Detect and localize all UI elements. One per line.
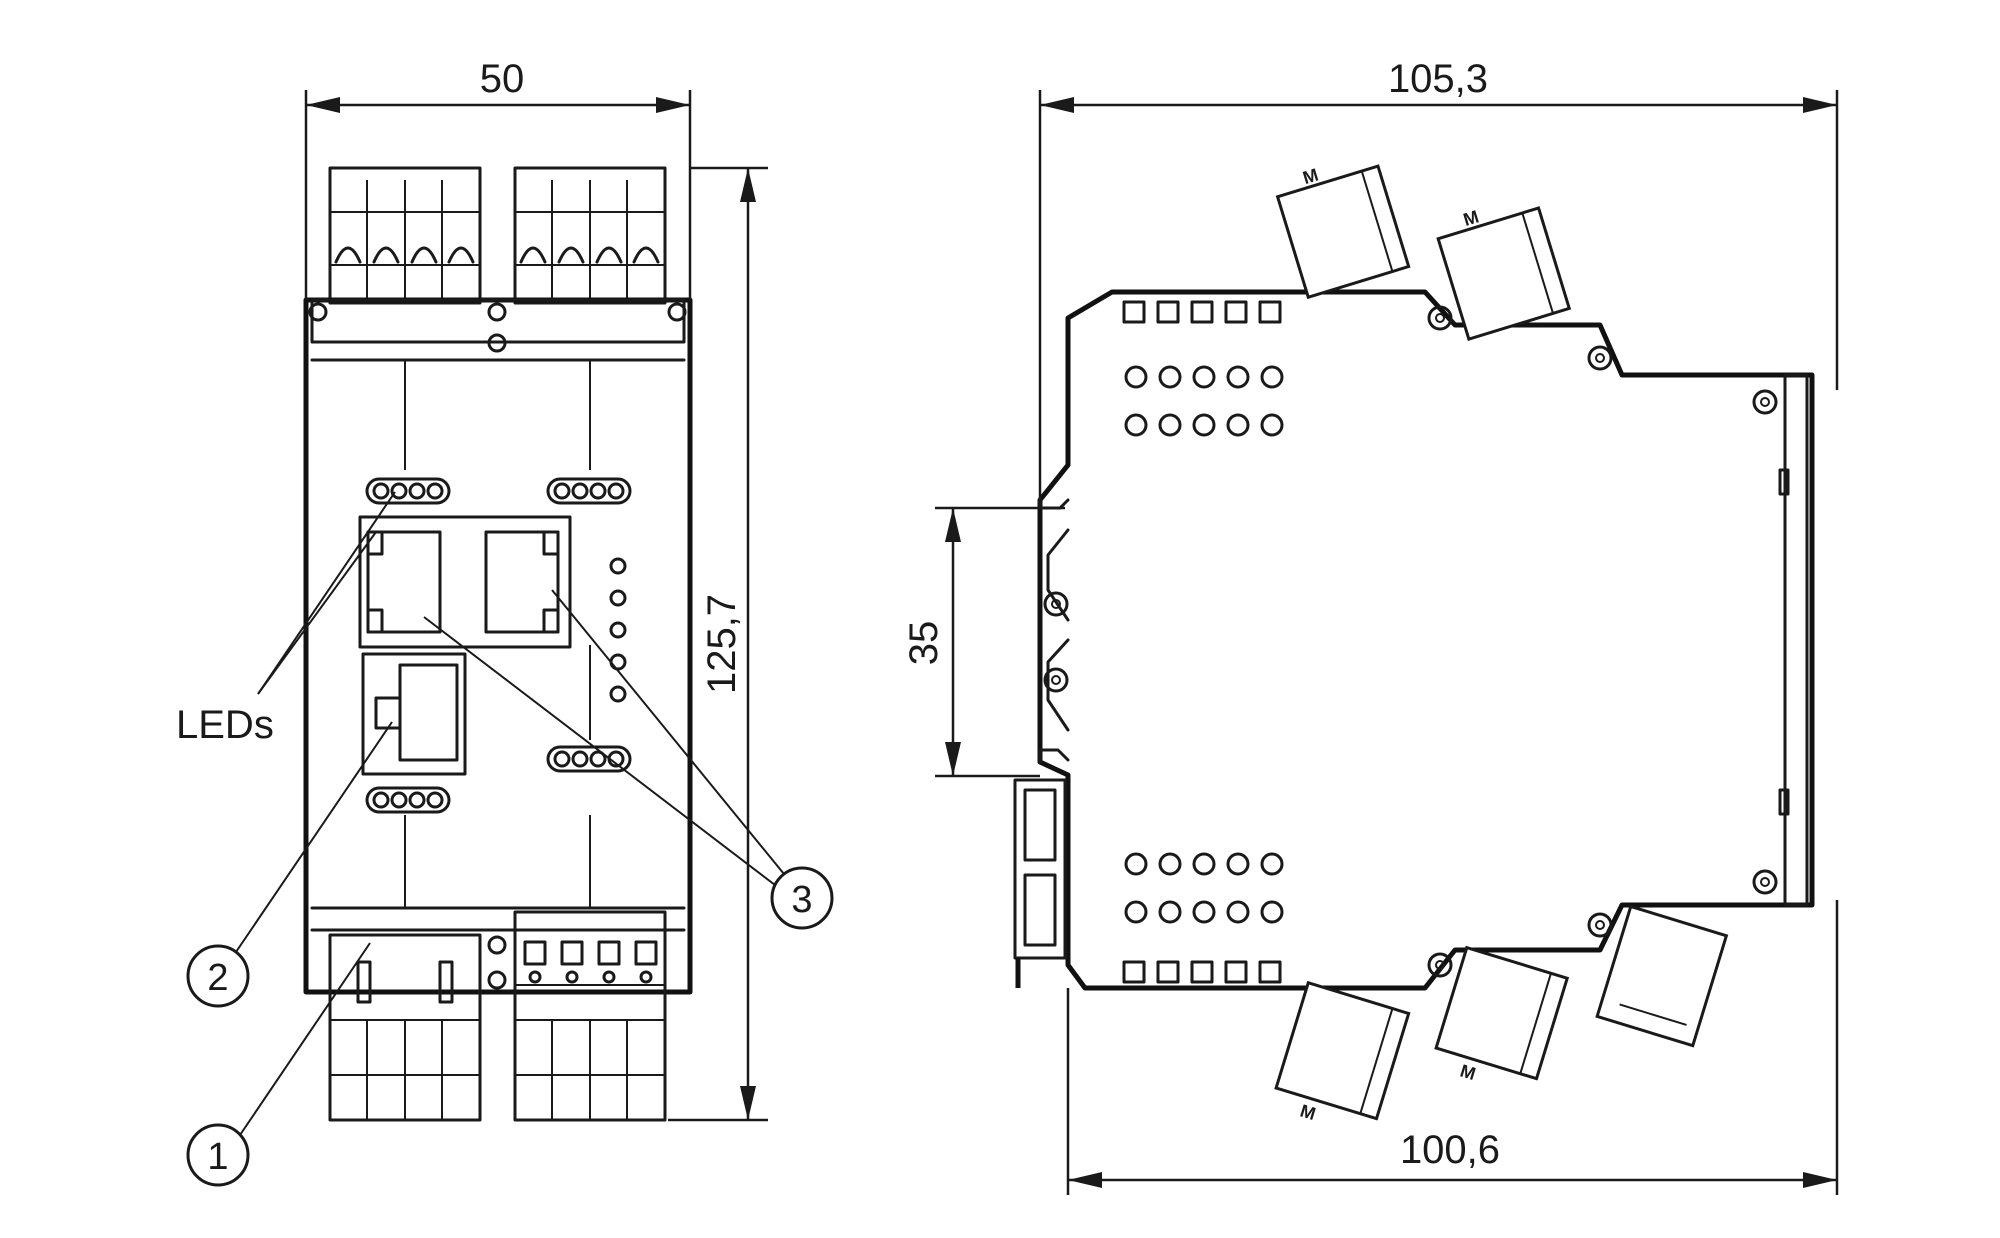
dimension-label-35: 35 xyxy=(902,621,946,666)
dimension-label-100-6: 100,6 xyxy=(1400,1128,1500,1172)
dimension-side-overall-width: 105,3 xyxy=(1038,57,1839,500)
connector-marking-3: M xyxy=(1298,1101,1318,1125)
top-terminal-block-left xyxy=(328,166,482,305)
top-vent-slots xyxy=(1122,300,1282,324)
bottom-plug-connector-1: M xyxy=(1274,980,1411,1125)
bottom-terminal-block-right xyxy=(487,910,667,1122)
callout-2: 2 xyxy=(186,721,393,1008)
leds-annotation: LEDs xyxy=(176,491,396,747)
leds-label: LEDs xyxy=(176,703,274,747)
ethernet-ports xyxy=(358,515,572,649)
interface-port xyxy=(361,652,467,776)
top-plug-connector-2: M xyxy=(1436,206,1572,342)
dimension-rail-height: 35 xyxy=(902,506,1065,778)
led-group-vertical xyxy=(609,557,627,703)
dimension-label-125-7: 125,7 xyxy=(700,594,744,694)
side-screws xyxy=(1043,305,1778,978)
dimension-side-base-width: 100,6 xyxy=(1066,900,1839,1195)
led-group-top-left xyxy=(365,477,451,505)
side-hole-rows-bottom xyxy=(1124,852,1284,924)
led-group-mid-right xyxy=(546,745,632,773)
connector-marking-4: M xyxy=(1458,1061,1478,1085)
dimension-label-50: 50 xyxy=(480,57,525,101)
bottom-vent-slots xyxy=(1122,960,1282,984)
led-group-bottom-left xyxy=(365,786,451,814)
callout-2-number: 2 xyxy=(207,957,228,999)
side-hole-rows-top xyxy=(1124,365,1284,437)
din-clip xyxy=(1013,778,1067,960)
bottom-terminal-block-left xyxy=(328,933,482,1122)
top-terminal-block-right xyxy=(513,166,667,305)
side-view: M M M M xyxy=(1013,164,1815,1125)
dimension-front-height: 125,7 xyxy=(668,166,768,1122)
connector-marking-2: M xyxy=(1461,206,1481,230)
top-plug-connector-1: M xyxy=(1275,164,1411,300)
led-group-top-right xyxy=(546,477,632,505)
callout-3: 3 xyxy=(423,589,834,930)
callout-3-number: 3 xyxy=(791,879,812,921)
connector-marking-1: M xyxy=(1300,165,1320,189)
bottom-plug-connector-3 xyxy=(1595,904,1729,1048)
dimension-front-width: 50 xyxy=(304,57,692,300)
front-view xyxy=(303,166,693,1122)
bottom-plug-connector-2: M xyxy=(1434,945,1570,1085)
side-housing xyxy=(1037,289,1815,991)
callout-1-number: 1 xyxy=(207,1136,228,1178)
dimension-label-105-3: 105,3 xyxy=(1388,57,1488,101)
callout-1: 1 xyxy=(186,942,371,1187)
